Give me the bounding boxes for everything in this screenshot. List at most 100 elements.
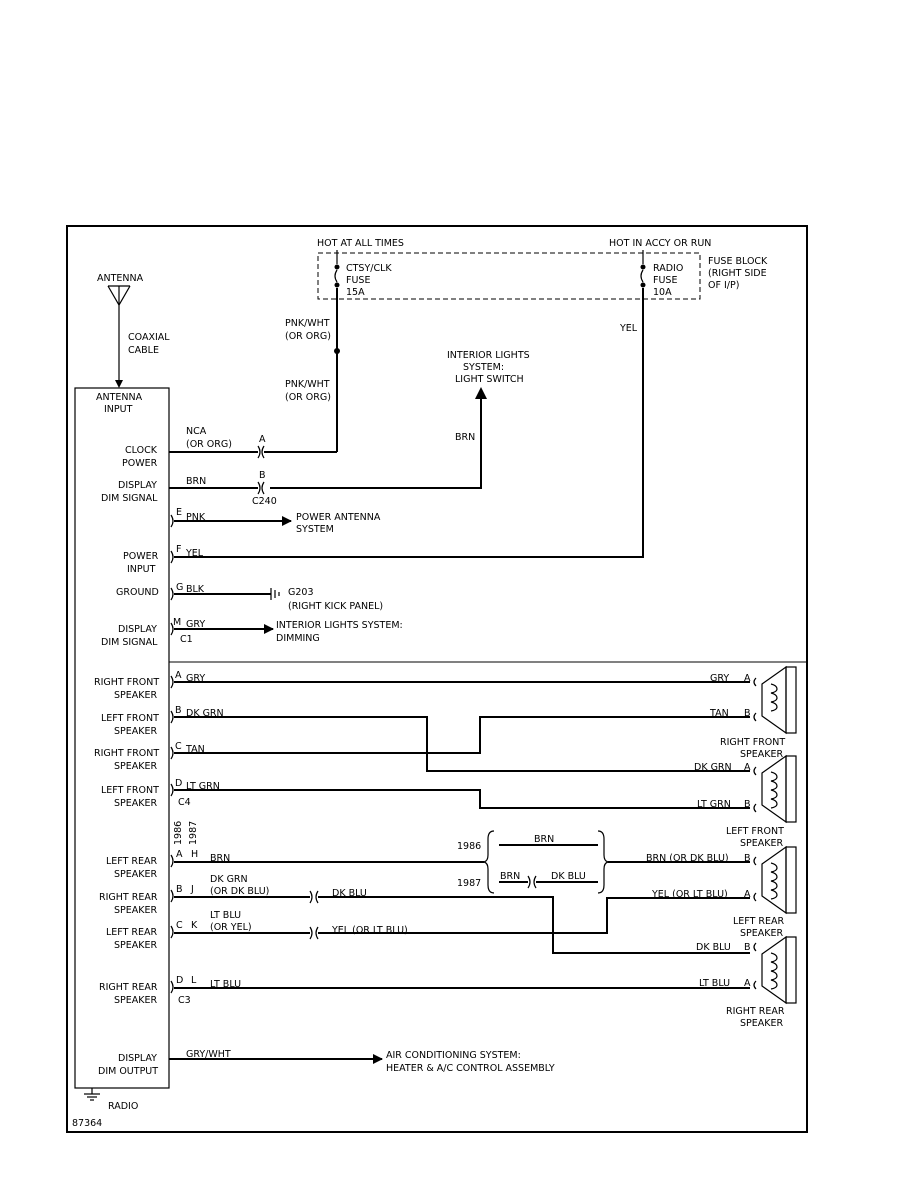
- svg-text:B: B: [176, 884, 183, 895]
- pnk-wht-label-1: PNK/WHT (OR ORG): [285, 318, 331, 342]
- svg-text:LEFT FRONT: LEFT FRONT: [101, 785, 159, 796]
- speaker-right-front-label: RIGHT FRONT SPEAKER: [720, 737, 785, 760]
- svg-text:YEL (OR LT BLU): YEL (OR LT BLU): [331, 925, 408, 936]
- svg-text:A: A: [259, 434, 266, 445]
- pin-left-rear-ck: LEFT REAR SPEAKER C K LT BLU (OR YEL) YE…: [106, 897, 750, 951]
- svg-text:E: E: [176, 507, 182, 518]
- svg-text:INPUT: INPUT: [104, 404, 133, 415]
- svg-text:LT GRN: LT GRN: [186, 781, 220, 792]
- svg-text:RIGHT FRONT: RIGHT FRONT: [94, 677, 159, 688]
- yel-wire-label: YEL: [619, 323, 638, 334]
- svg-text:LT BLU: LT BLU: [210, 910, 241, 921]
- ctsy-clk-fuse: CTSY/CLK FUSE 15A: [334, 250, 392, 298]
- svg-text:A: A: [175, 670, 182, 681]
- svg-text:ANTENNA: ANTENNA: [96, 392, 143, 403]
- svg-text:SPEAKER: SPEAKER: [114, 726, 157, 737]
- pin-power-input: POWER INPUT F YEL: [123, 544, 204, 575]
- svg-text:PNK/WHT: PNK/WHT: [285, 379, 330, 390]
- svg-text:(RIGHT KICK PANEL): (RIGHT KICK PANEL): [288, 601, 383, 612]
- lf-end-pin-a: A: [744, 762, 751, 773]
- rf-end-tan: TAN: [709, 708, 729, 719]
- pin-left-front-d: LEFT FRONT SPEAKER D LT GRN C4: [101, 778, 750, 809]
- svg-text:G203: G203: [288, 587, 314, 598]
- svg-text:LEFT FRONT: LEFT FRONT: [726, 826, 784, 837]
- svg-text:LEFT REAR: LEFT REAR: [106, 856, 158, 867]
- svg-text:C: C: [176, 920, 183, 931]
- svg-text:OF I/P): OF I/P): [708, 280, 739, 291]
- svg-text:CTSY/CLK: CTSY/CLK: [346, 263, 392, 274]
- svg-text:C3: C3: [178, 995, 191, 1006]
- rr-end-pin-a: A: [744, 978, 751, 989]
- pin-right-front-c: RIGHT FRONT SPEAKER C TAN: [94, 716, 750, 772]
- svg-text:LT BLU: LT BLU: [210, 979, 241, 990]
- svg-text:SPEAKER: SPEAKER: [114, 690, 157, 701]
- radio-label: RADIO: [108, 1101, 138, 1112]
- svg-text:DIM SIGNAL: DIM SIGNAL: [101, 637, 158, 648]
- svg-text:A: A: [176, 849, 183, 860]
- svg-text:G: G: [176, 582, 183, 593]
- svg-text:F: F: [176, 544, 181, 555]
- svg-text:BLK: BLK: [186, 584, 205, 595]
- light-switch-arrow: [475, 387, 487, 399]
- svg-text:DK BLU: DK BLU: [551, 871, 586, 882]
- svg-text:SPEAKER: SPEAKER: [114, 995, 157, 1006]
- rf-end-pin-b: B: [744, 708, 751, 719]
- svg-text:SPEAKER: SPEAKER: [114, 905, 157, 916]
- svg-text:BRN: BRN: [500, 871, 520, 882]
- svg-text:B: B: [175, 705, 182, 716]
- lr-end-pin-b: B: [744, 853, 751, 864]
- svg-text:CABLE: CABLE: [128, 345, 159, 356]
- svg-text:SPEAKER: SPEAKER: [114, 869, 157, 880]
- brn-dim-wire: [270, 399, 482, 489]
- rf-end-pin-a: A: [744, 673, 751, 684]
- pin-display-dim-output: DISPLAY DIM OUTPUT GRY/WHT AIR CONDITION…: [98, 1049, 555, 1077]
- svg-text:GRY: GRY: [186, 619, 205, 630]
- radio-unit: [74, 387, 170, 1089]
- lr-end-yel: YEL (OR LT BLU): [651, 889, 728, 900]
- rr-end-lt-blu: LT BLU: [699, 978, 730, 989]
- svg-text:BRN: BRN: [210, 853, 230, 864]
- svg-text:C: C: [175, 741, 182, 752]
- pin-right-rear-dl: RIGHT REAR SPEAKER D L LT BLU C3: [99, 975, 750, 1006]
- pin-power-antenna: E PNK POWER ANTENNA SYSTEM: [170, 507, 381, 535]
- svg-text:(OR DK BLU): (OR DK BLU): [210, 886, 269, 897]
- svg-text:BRN: BRN: [186, 476, 206, 487]
- svg-text:D: D: [176, 975, 183, 986]
- radio-fuse: RADIO FUSE 10A: [640, 250, 683, 298]
- diagram-frame: [66, 225, 808, 1133]
- svg-text:RADIO: RADIO: [653, 263, 683, 274]
- svg-text:M: M: [173, 617, 181, 628]
- lr-end-brn: BRN (OR DK BLU): [646, 853, 729, 864]
- svg-text:DISPLAY: DISPLAY: [118, 480, 157, 491]
- svg-text:1987: 1987: [457, 878, 481, 889]
- svg-text:15A: 15A: [346, 287, 365, 298]
- interior-lights-label: INTERIOR LIGHTS SYSTEM: LIGHT SWITCH: [447, 350, 530, 385]
- svg-text:SPEAKER: SPEAKER: [740, 749, 783, 760]
- svg-text:RIGHT REAR: RIGHT REAR: [726, 1006, 785, 1017]
- svg-text:GROUND: GROUND: [116, 587, 159, 598]
- svg-text:1986: 1986: [457, 841, 481, 852]
- svg-text:K: K: [191, 920, 198, 931]
- pin-right-front-a: RIGHT FRONT SPEAKER A GRY: [94, 670, 750, 701]
- svg-text:RIGHT FRONT: RIGHT FRONT: [94, 748, 159, 759]
- hot-in-accy-label: HOT IN ACCY OR RUN: [609, 238, 711, 249]
- svg-text:SPEAKER: SPEAKER: [114, 798, 157, 809]
- svg-text:GRY: GRY: [186, 673, 205, 684]
- svg-text:SPEAKER: SPEAKER: [740, 928, 783, 939]
- svg-text:POWER: POWER: [123, 551, 159, 562]
- pin-left-rear-ah: LEFT REAR SPEAKER A H BRN: [106, 849, 484, 880]
- svg-text:PNK: PNK: [186, 512, 206, 523]
- coaxial-cable-label: COAXIAL CABLE: [128, 332, 170, 356]
- speaker-left-front-icon: [753, 754, 797, 824]
- figure-id: 87364: [72, 1118, 102, 1129]
- brn-wire-label: BRN: [455, 432, 475, 443]
- lf-end-pin-b: B: [744, 799, 751, 810]
- svg-text:TAN: TAN: [185, 744, 205, 755]
- svg-text:DIM SIGNAL: DIM SIGNAL: [101, 493, 158, 504]
- speaker-right-rear-label: RIGHT REAR SPEAKER: [726, 1006, 785, 1029]
- antenna-input-label: ANTENNA INPUT: [96, 392, 143, 415]
- svg-text:NCA: NCA: [186, 426, 207, 437]
- svg-text:DIMMING: DIMMING: [276, 633, 320, 644]
- svg-text:C240: C240: [252, 496, 277, 507]
